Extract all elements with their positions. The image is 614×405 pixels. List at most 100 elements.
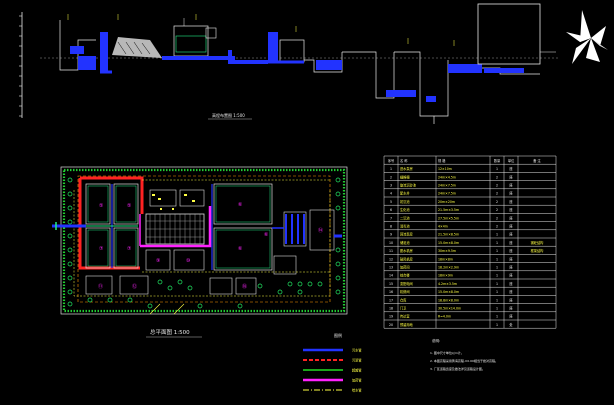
- table-cell: 2: [390, 175, 392, 179]
- table-cell: 6: [390, 208, 392, 212]
- table-cell: 座: [509, 265, 513, 270]
- table-cell: 2: [496, 216, 498, 220]
- plan-marker: ⑦: [127, 246, 132, 252]
- plan-marker: ⑨: [156, 258, 160, 264]
- table-header-cell: 序号: [388, 158, 394, 163]
- table-cell: 13: [389, 266, 393, 270]
- table-cell: 座: [509, 183, 513, 188]
- table-cell: 1: [496, 290, 498, 294]
- table-cell: 24m×4.5m: [438, 175, 456, 179]
- plan-marker: ⑥: [264, 232, 269, 238]
- table-cell: 消毒池: [400, 224, 410, 229]
- table-cell: 30.5m×14.0m: [438, 307, 461, 311]
- table-cell: 14: [389, 274, 393, 278]
- plan-marker: ⑥: [238, 202, 243, 208]
- table-cell: 储泥池: [400, 240, 410, 245]
- table-cell: 鼓风机房: [400, 256, 413, 261]
- table-cell: 座: [509, 191, 513, 196]
- table-cell: R=4.0m: [438, 315, 451, 319]
- table-cell: 9: [390, 233, 392, 237]
- table-cell: 12×10m: [438, 167, 452, 171]
- table-cell: 16: [389, 290, 393, 294]
- table-header-cell: 数量: [494, 158, 501, 163]
- table-cell: 1: [496, 315, 498, 319]
- table-cell: 钢砼结构: [531, 240, 544, 245]
- table-cell: 机修间: [400, 289, 410, 294]
- table-cell: 座: [509, 224, 513, 229]
- table-header-cell: 备 注: [533, 158, 541, 163]
- table-cell: 24m×7.5m: [438, 192, 456, 196]
- table-cell: 1: [496, 266, 498, 270]
- table-cell: 座: [509, 207, 513, 212]
- table-cell: 24m×7.5m: [438, 184, 456, 188]
- plan-marker: ⑤: [99, 203, 103, 209]
- table-cell: 18: [389, 307, 393, 311]
- table-cell: 1: [390, 167, 392, 171]
- table-cell: 座: [509, 166, 513, 171]
- table-cell: 21.5m×3.5m: [438, 208, 459, 212]
- note-line: 1. 图中尺寸单位以m计。: [430, 350, 464, 355]
- note-line: 2. 本图高程采用黄海高程,±0.00相当于绝对高程。: [430, 358, 498, 363]
- table-cell: 7: [390, 216, 392, 220]
- table-header-cell: 名 称: [400, 158, 408, 163]
- table-cell: 旋流沉砂池: [400, 183, 417, 188]
- table-cell: 11: [389, 249, 393, 253]
- table-cell: 预留用地: [400, 322, 414, 327]
- legend-label: 污泥管: [352, 358, 362, 363]
- table-cell: 座: [509, 240, 513, 245]
- table-cell: 12: [389, 257, 393, 261]
- table-cell: 2: [496, 192, 498, 196]
- table-cell: 17: [389, 298, 393, 302]
- table-cell: 1: [496, 249, 498, 253]
- table-cell: 二沉池: [400, 215, 410, 220]
- table-cell: 座: [509, 289, 513, 294]
- note-line: 3. 厂区道路宽度及做法详见道路设计图。: [430, 366, 485, 371]
- table-cell: 传达室: [400, 314, 410, 319]
- table-cell: 生化池: [400, 207, 410, 212]
- table-cell: 座: [509, 306, 513, 311]
- table-cell: 4.2m×3.5m: [438, 282, 457, 286]
- table-cell: 19: [389, 315, 393, 319]
- table-cell: 5: [390, 200, 392, 204]
- plan-marker: ⑤: [127, 203, 131, 209]
- legend-label: 给水管: [352, 388, 362, 393]
- table-cell: 1: [496, 241, 498, 245]
- table-cell: 21.5m×8.5m: [438, 233, 459, 237]
- table-cell: 2: [496, 200, 498, 204]
- plan-marker: ⑫: [132, 283, 137, 290]
- table-cell: 座: [509, 281, 513, 286]
- table-cell: 2: [496, 175, 498, 179]
- table-cell: 变配电间: [400, 281, 413, 286]
- table-cell: 1: [496, 233, 498, 237]
- table-cell: 座: [509, 174, 513, 179]
- table-cell: 加药间: [400, 265, 410, 270]
- table-cell: 座: [509, 215, 513, 220]
- table-cell: 座: [509, 232, 513, 237]
- table-cell: 1: [496, 282, 498, 286]
- table-cell: 处: [509, 322, 513, 327]
- notes-title: 说明:: [432, 338, 440, 343]
- table-cell: 20: [389, 323, 393, 327]
- table-cell: 仓库: [400, 297, 407, 302]
- table-cell: 框架结构: [531, 248, 544, 253]
- table-cell: 回流泵房: [400, 232, 413, 237]
- table-cell: 1: [496, 307, 498, 311]
- plan-marker: ⑥: [238, 246, 243, 252]
- table-cell: 2: [496, 225, 498, 229]
- plan-marker: ⑱: [242, 283, 247, 290]
- table-cell: 20m×20m: [438, 200, 455, 204]
- table-cell: 座: [509, 273, 513, 278]
- table-cell: 18.2m×2.9m: [438, 266, 459, 270]
- table-cell: 脱水机房: [400, 248, 413, 253]
- plan-caption: 总平面图 1:500: [150, 328, 190, 336]
- legend-label: 加药管: [352, 378, 362, 383]
- table-cell: 1: [496, 257, 498, 261]
- table-cell: 1: [496, 323, 498, 327]
- table-cell: 2: [496, 184, 498, 188]
- table-cell: 27.5m×5.5m: [438, 216, 459, 220]
- table-cell: 座: [509, 248, 513, 253]
- table-cell: 配水井: [400, 191, 410, 196]
